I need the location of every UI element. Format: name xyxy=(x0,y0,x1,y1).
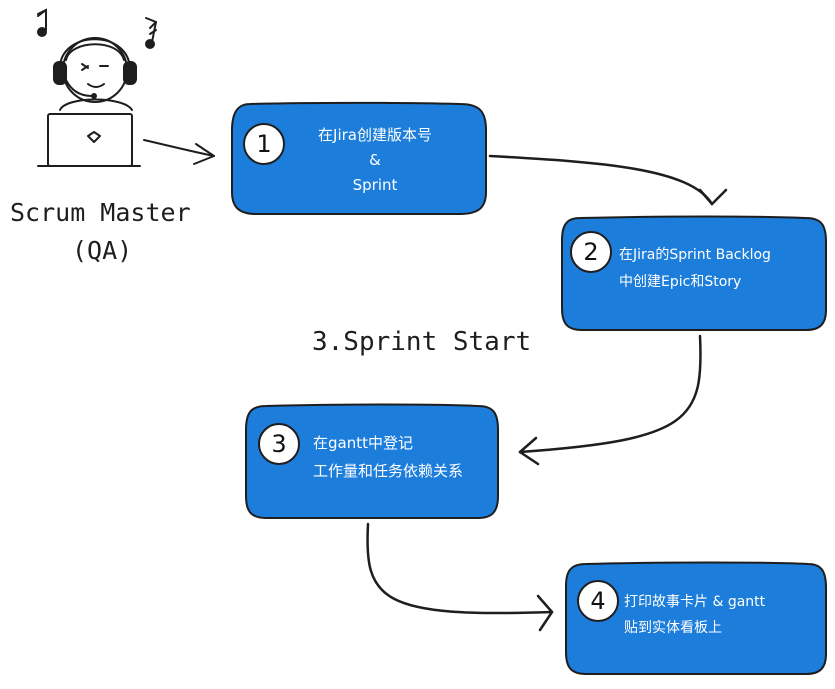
actor-role: (QA) xyxy=(72,236,133,265)
step-3-line2: 工作量和任务依赖关系 xyxy=(313,462,464,480)
step-1-box xyxy=(231,101,487,215)
step-4-number: 4 xyxy=(590,587,606,615)
laptop-icon xyxy=(37,113,141,167)
step-1-line3: Sprint xyxy=(352,176,398,194)
step-2-line2: 中创建Epic和Story xyxy=(619,274,742,290)
step-3-number: 3 xyxy=(271,430,287,458)
arrow-actor-to-step1 xyxy=(143,139,215,165)
step-1-number: 1 xyxy=(256,130,272,158)
music-note-icon xyxy=(37,8,158,49)
person-with-headphones-icon xyxy=(53,37,137,111)
step-3-line1: 在gantt中登记 xyxy=(313,434,413,452)
step-2-number: 2 xyxy=(583,238,599,266)
step-3-box xyxy=(245,403,499,519)
arrow-step2-to-step3 xyxy=(518,334,702,466)
arrow-step3-to-step4 xyxy=(366,522,554,632)
step-2-line1: 在Jira的Sprint Backlog xyxy=(619,247,771,263)
actor-name: Scrum Master xyxy=(10,198,191,227)
arrow-step1-to-step2 xyxy=(488,154,728,206)
step-1-line2: & xyxy=(369,151,381,169)
step-4-line2: 贴到实体看板上 xyxy=(624,620,722,636)
step-2-box xyxy=(561,215,827,331)
step-4-box xyxy=(565,561,827,675)
step-1-line1: 在Jira创建版本号 xyxy=(318,126,432,144)
phase-label: 3.Sprint Start xyxy=(312,327,532,357)
step-4-line1: 打印故事卡片 & gantt xyxy=(624,594,766,610)
